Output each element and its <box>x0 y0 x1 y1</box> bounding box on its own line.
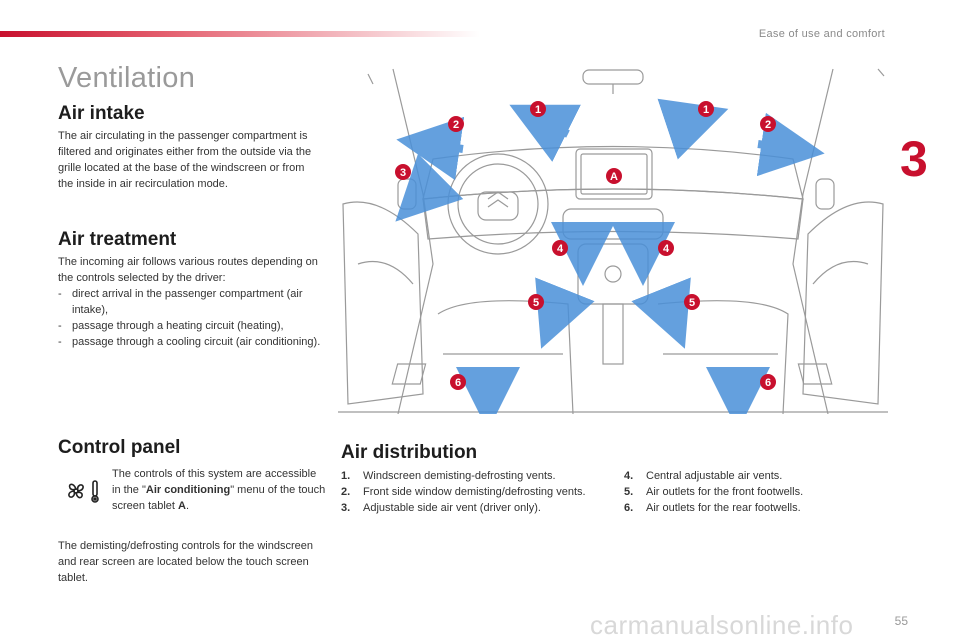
air-treatment-intro: The incoming air follows various routes … <box>58 256 318 284</box>
cabin-ventilation-illustration: 1 1 2 2 3 4 4 5 5 6 6 A <box>338 68 888 414</box>
list-item: 1.Windscreen demisting-defrosting vents. <box>341 470 556 482</box>
callout-2: 2 <box>448 116 464 132</box>
list-item: 6.Air outlets for the rear footwells. <box>624 502 801 514</box>
airflow-arrows <box>395 98 825 414</box>
svg-text:2: 2 <box>765 119 771 131</box>
control-panel-text-2: The demisting/defrosting controls for th… <box>58 540 313 584</box>
air-treatment-heading: Air treatment <box>58 229 177 250</box>
svg-text:6: 6 <box>765 377 771 389</box>
climate-fan-thermometer-icon <box>68 480 99 503</box>
air-treatment-list: -direct arrival in the passenger compart… <box>58 286 326 350</box>
callout-5: 5 <box>684 294 700 310</box>
svg-text:1: 1 <box>703 104 709 116</box>
svg-text:A: A <box>610 171 618 183</box>
header-accent-bar <box>0 31 480 37</box>
callout-6: 6 <box>450 374 466 390</box>
cabin-outline <box>338 68 888 414</box>
callout-6: 6 <box>760 374 776 390</box>
control-panel-heading: Control panel <box>58 437 181 458</box>
callout-3: 3 <box>395 164 411 180</box>
svg-text:5: 5 <box>533 297 539 309</box>
svg-text:6: 6 <box>455 377 461 389</box>
air-distribution-list-left: 1.Windscreen demisting-defrosting vents.… <box>341 468 596 516</box>
svg-text:2: 2 <box>453 119 459 131</box>
callout-2: 2 <box>760 116 776 132</box>
list-item: -passage through a heating circuit (heat… <box>58 320 284 332</box>
control-panel-text: The controls of this system are accessib… <box>112 468 326 512</box>
list-item: -passage through a cooling circuit (air … <box>58 336 321 348</box>
air-intake-heading: Air intake <box>58 103 145 124</box>
callout-4: 4 <box>658 240 674 256</box>
list-item: 3.Adjustable side air vent (driver only)… <box>341 502 541 514</box>
svg-text:4: 4 <box>663 243 670 255</box>
air-treatment-text: The incoming air follows various routes … <box>58 254 326 350</box>
section-header: Ease of use and comfort <box>758 28 885 40</box>
page-title: Ventilation <box>58 62 196 94</box>
svg-text:1: 1 <box>535 104 541 116</box>
list-item: -direct arrival in the passenger compart… <box>58 288 303 316</box>
svg-text:4: 4 <box>557 243 564 255</box>
svg-text:3: 3 <box>400 167 406 179</box>
list-item: 5.Air outlets for the front footwells. <box>624 486 804 498</box>
chapter-number: 3 <box>900 131 928 187</box>
callout-5: 5 <box>528 294 544 310</box>
air-distribution-heading: Air distribution <box>341 442 478 463</box>
list-item: 4.Central adjustable air vents. <box>624 470 783 482</box>
callout-1: 1 <box>530 101 546 117</box>
air-distribution-list-right: 4.Central adjustable air vents. 5.Air ou… <box>624 468 864 516</box>
air-intake-text: The air circulating in the passenger com… <box>58 130 312 190</box>
list-item: 2.Front side window demisting/defrosting… <box>341 486 586 498</box>
callout-4: 4 <box>552 240 568 256</box>
svg-text:5: 5 <box>689 297 695 309</box>
page-number: 55 <box>894 614 908 628</box>
callout-screen-a: A <box>606 168 622 184</box>
callout-1: 1 <box>698 101 714 117</box>
watermark: carmanualsonline.info <box>590 610 854 640</box>
